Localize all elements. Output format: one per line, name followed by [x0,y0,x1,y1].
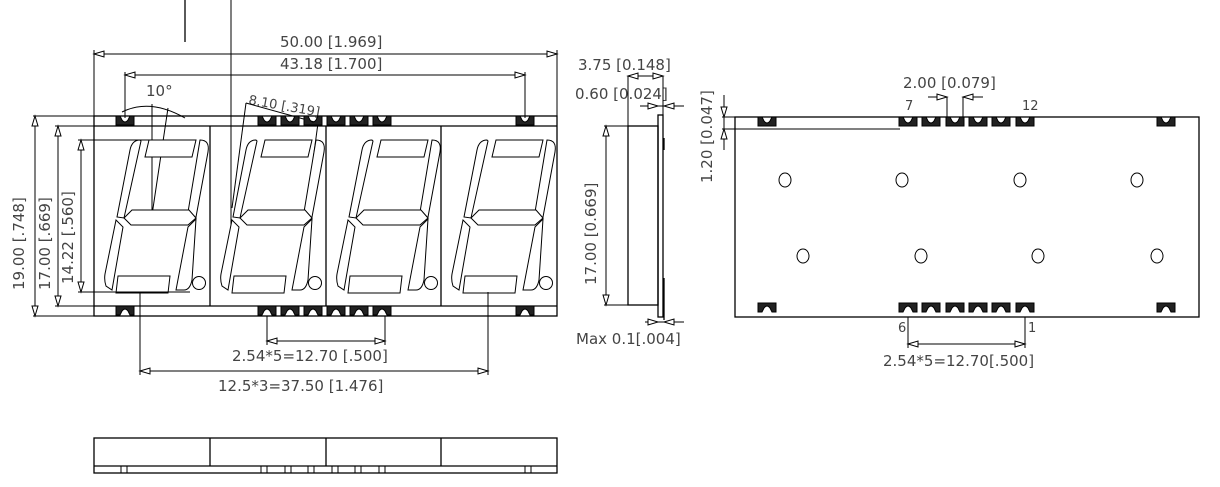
lead-thickness-label: 0.60 [0.024] [575,85,668,103]
pad-length-label: 1.20 [0.047] [698,90,716,183]
pin-label-6: 6 [898,321,906,336]
pad-span-label: 43.18 [1.700] [280,55,382,73]
pad-spacing-label: 2.00 [0.079] [903,74,996,92]
mounting-holes [778,172,1164,264]
slant-angle-label: 10° [146,82,173,100]
digit-2 [220,139,325,294]
pin-label-7: 7 [905,99,913,114]
digit-pitch-label: 12.5*3=37.50 [1.476] [218,377,383,395]
edge-view [93,437,558,474]
body-height-label: 17.00 [.669] [36,197,54,290]
side-height-label: 17.00 [0.669] [582,183,600,285]
bottom-pin-pitch-label: 2.54*5=12.70[.500] [883,352,1034,370]
digit-4 [451,139,556,294]
digit-3 [336,139,441,294]
max-gap-label: Max 0.1[.004] [576,330,681,348]
pin-label-12: 12 [1022,99,1039,114]
pin-label-1: 1 [1028,321,1036,336]
front-view: 50.00 [1.969] 43.18 [1.700] 10° 8.10 [.3… [10,33,559,395]
bottom-view: 1.20 [0.047] 2.00 [0.079] 7 12 [698,74,1200,370]
overall-width-label: 50.00 [1.969] [280,33,382,51]
overall-height-label: 19.00 [.748] [10,197,28,290]
side-view: 3.75 [0.148] 0.60 [0.024] 17.00 [0.669] … [575,56,684,348]
pin-pitch-label: 2.54*5=12.70 [.500] [232,347,388,365]
depth-label: 3.75 [0.148] [578,56,671,74]
digit-height-label: 14.22 [.560] [59,191,77,284]
digit-1 [104,139,209,294]
